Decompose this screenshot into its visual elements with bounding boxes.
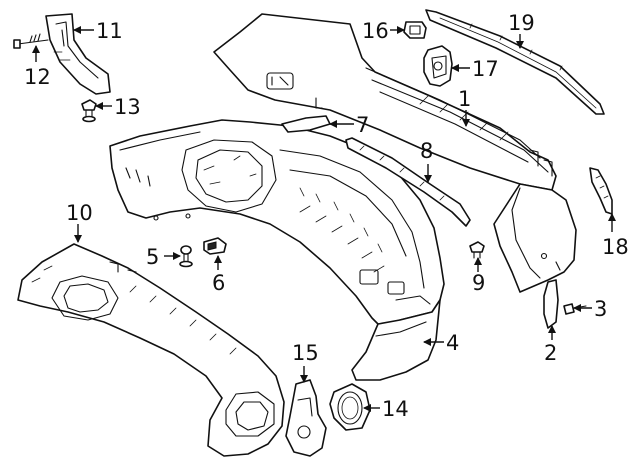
part-8-trim-strip <box>345 137 471 227</box>
callout-14: 14 <box>363 397 409 421</box>
part-5-push-clip <box>179 245 193 268</box>
callout-9: 9 <box>472 257 485 295</box>
callout-11: 11 <box>73 19 123 43</box>
callout-4-label: 4 <box>446 331 459 355</box>
callout-14-label: 14 <box>382 397 409 421</box>
callout-2-label: 2 <box>544 341 557 365</box>
part-19-molding-strip <box>425 9 605 115</box>
callout-16: 16 <box>362 19 405 43</box>
callout-17: 17 <box>451 57 499 81</box>
callout-12-label: 12 <box>24 65 51 89</box>
part-3-screw <box>563 303 587 315</box>
callout-19: 19 <box>508 11 535 49</box>
part-13-clip <box>81 99 97 123</box>
callout-3-label: 3 <box>594 297 607 321</box>
part-15-bracket <box>285 379 327 457</box>
part-2-side-reflector <box>543 279 559 329</box>
callout-15-label: 15 <box>292 341 319 365</box>
callout-9-label: 9 <box>472 271 485 295</box>
callout-5: 5 <box>146 245 181 269</box>
callout-8: 8 <box>420 139 433 183</box>
callout-4: 4 <box>423 331 459 355</box>
part-9-clip <box>469 241 485 259</box>
callout-11-label: 11 <box>96 19 123 43</box>
callout-12: 12 <box>24 45 51 89</box>
part-4-lower-valance <box>351 299 441 381</box>
callout-5-label: 5 <box>146 245 159 269</box>
callout-16-label: 16 <box>362 19 389 43</box>
callout-15: 15 <box>292 341 319 383</box>
callout-7: 7 <box>329 113 369 137</box>
callout-6-label: 6 <box>212 271 225 295</box>
callout-2: 2 <box>544 325 557 365</box>
callout-3: 3 <box>573 297 607 321</box>
callout-1-label: 1 <box>458 87 471 111</box>
callout-7-label: 7 <box>356 113 369 137</box>
part-6-nut-clip <box>203 237 227 255</box>
callout-18: 18 <box>602 213 629 259</box>
callout-13-label: 13 <box>114 95 141 119</box>
part-1-right-corner <box>493 183 577 293</box>
callout-19-label: 19 <box>508 11 535 35</box>
part-12-screw <box>13 33 49 49</box>
part-16-bracket <box>403 21 427 39</box>
callout-18-label: 18 <box>602 235 629 259</box>
callout-8-label: 8 <box>420 139 433 163</box>
part-14-exhaust-ring <box>329 383 371 431</box>
callout-17-label: 17 <box>472 57 499 81</box>
part-7-reflector <box>281 115 331 133</box>
callout-10-label: 10 <box>66 201 93 225</box>
part-1-upper-bumper-cover <box>213 13 557 191</box>
callout-10: 10 <box>66 201 93 243</box>
part-17-sensor-bracket <box>423 45 453 87</box>
callout-6: 6 <box>212 255 225 295</box>
callout-13: 13 <box>95 95 141 119</box>
part-10-lower-diffuser <box>17 243 285 457</box>
part-18-side-bracket <box>589 167 613 215</box>
callout-1: 1 <box>458 87 471 127</box>
